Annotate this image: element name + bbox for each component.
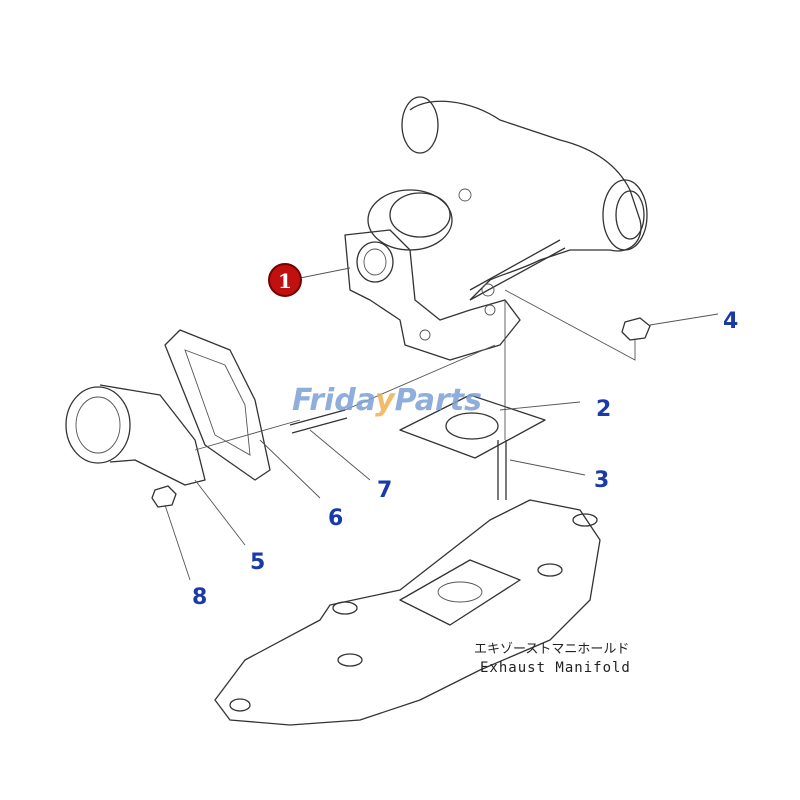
- manifold-label-en: Exhaust Manifold: [480, 660, 631, 676]
- small-nut-part: [151, 485, 177, 508]
- watermark-logo: FridayParts: [292, 383, 482, 418]
- elbow-part: [65, 384, 206, 486]
- nut-part: [621, 317, 651, 341]
- callout-1-number: 1: [278, 269, 292, 293]
- leader-lines: [164, 267, 719, 581]
- callout-1-badge[interactable]: 1: [268, 263, 302, 297]
- callout-4[interactable]: 4: [723, 309, 738, 334]
- long-stud-part: [289, 409, 348, 434]
- callout-5[interactable]: 5: [250, 550, 265, 575]
- gasket-part: [399, 394, 546, 459]
- callout-3[interactable]: 3: [594, 468, 609, 493]
- turbocharger-part: [344, 96, 648, 361]
- exhaust-manifold-part: [214, 499, 601, 726]
- callout-8[interactable]: 8: [192, 585, 207, 610]
- manifold-label-jp: エキゾーストマニホールド: [474, 642, 629, 657]
- callout-2[interactable]: 2: [596, 397, 611, 422]
- stud-part: [497, 440, 507, 500]
- callout-7[interactable]: 7: [377, 478, 392, 503]
- callout-6[interactable]: 6: [328, 506, 343, 531]
- flange-gasket-part: [164, 329, 271, 481]
